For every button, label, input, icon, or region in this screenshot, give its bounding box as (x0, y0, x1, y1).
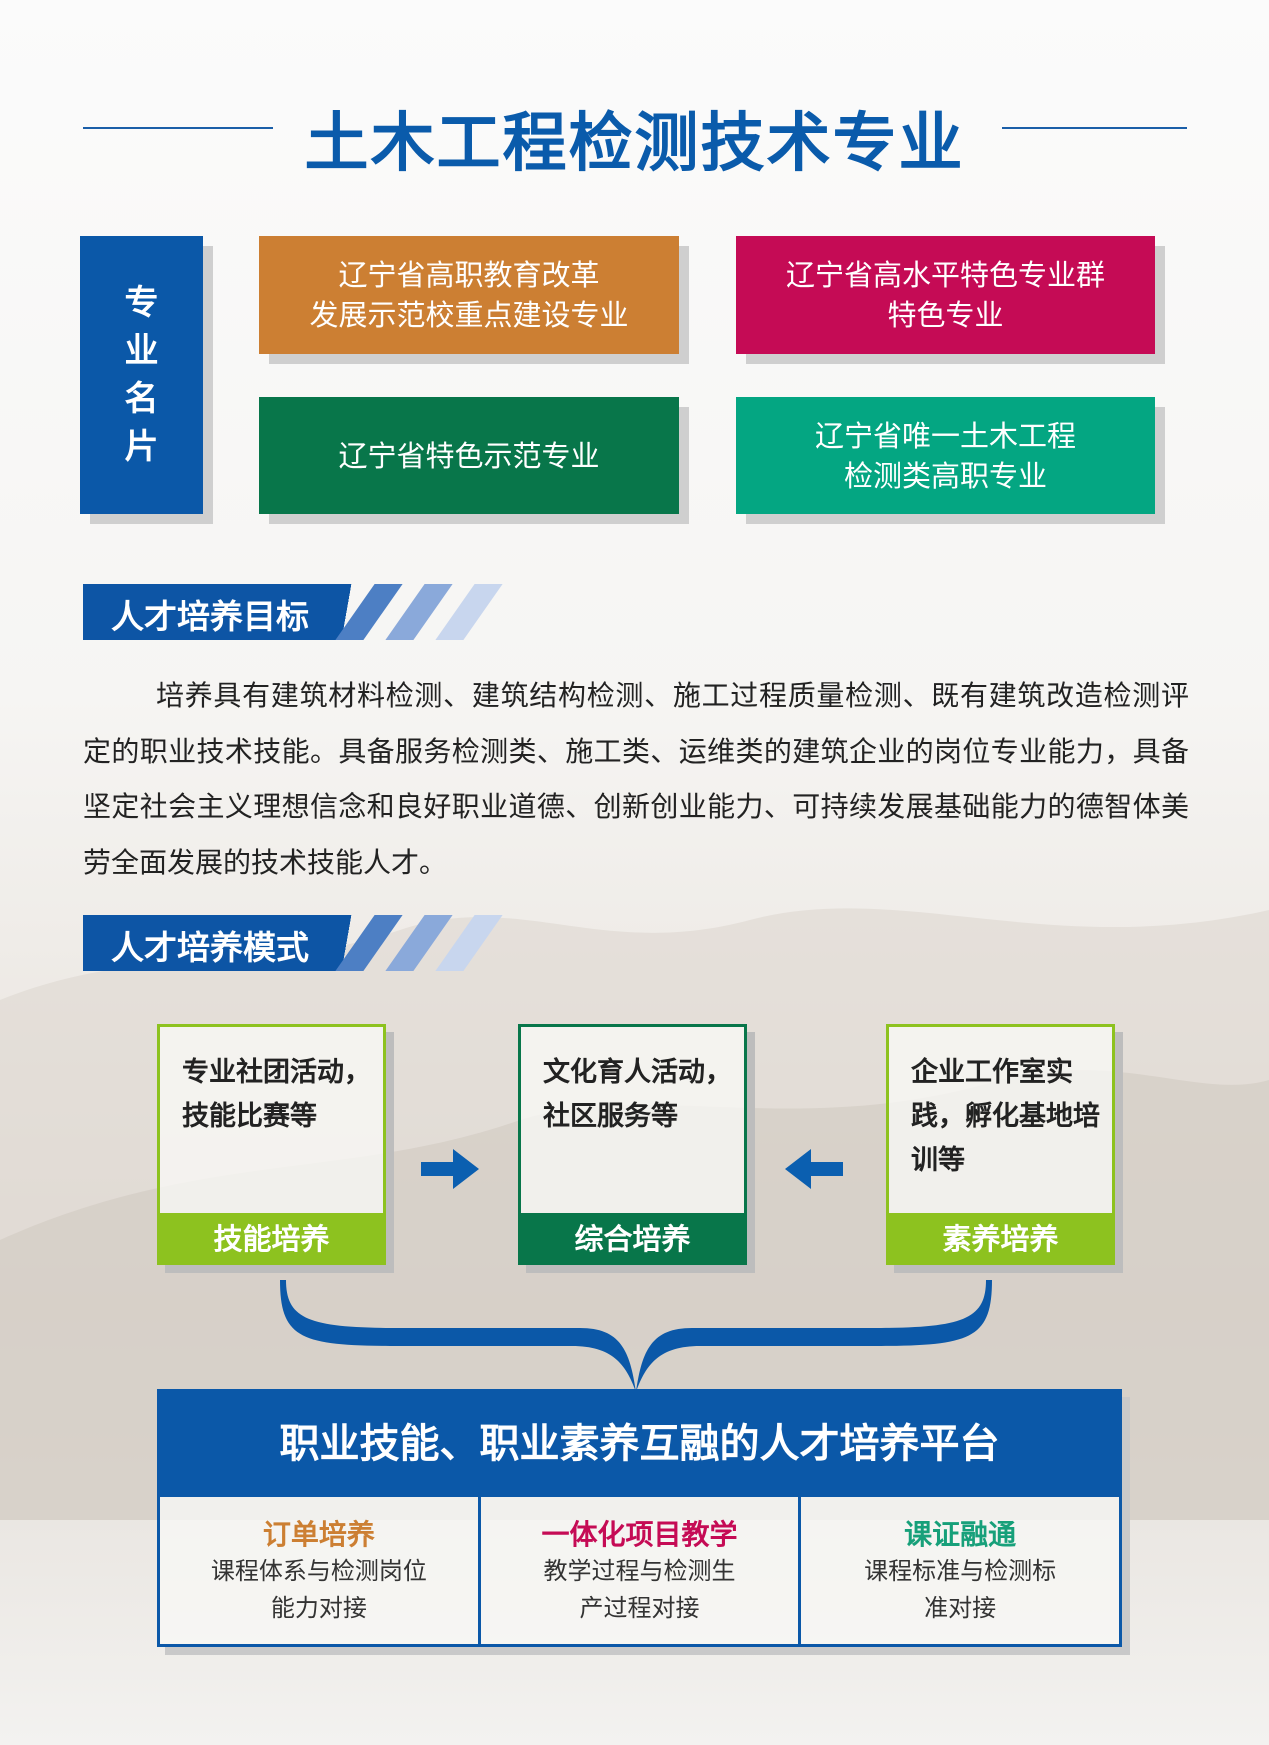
column-desc: 能力对接 (270, 1594, 367, 1622)
platform-column: 课证融通 课程标准与检测标 准对接 (801, 1497, 1119, 1644)
honor-line: 辽宁省特色示范专业 (338, 438, 600, 473)
section-heading-mode: 人才培养模式 (83, 915, 506, 971)
column-desc: 产过程对接 (579, 1594, 700, 1622)
title-line-right (1002, 127, 1187, 129)
section-title: 人才培养模式 (111, 928, 309, 967)
training-box-quality: 企业工作室实践，孵化基地培训等 素养培养 (886, 1024, 1115, 1265)
honor-card: 辽宁省唯一土木工程检测类高职专业 (736, 397, 1155, 514)
box-label: 素养培养 (886, 1213, 1115, 1265)
honor-line: 辽宁省唯一土木工程 (814, 418, 1076, 453)
platform-column: 订单培养 课程体系与检测岗位 能力对接 (160, 1497, 481, 1644)
major-card-label: 专 业 名 片 (80, 236, 203, 514)
honor-line: 发展示范校重点建设专业 (309, 298, 629, 332)
training-platform: 职业技能、职业素养互融的人才培养平台 订单培养 课程体系与检测岗位 能力对接 一… (157, 1389, 1122, 1647)
honor-line: 辽宁省高职教育改革 (338, 258, 600, 292)
honor-card: 辽宁省高水平特色专业群特色专业 (736, 236, 1155, 354)
label-char: 片 (124, 427, 159, 467)
label-char: 专 (124, 283, 159, 323)
honor-card: 辽宁省高职教育改革发展示范校重点建设专业 (259, 236, 679, 354)
page-title: 土木工程检测技术专业 (304, 107, 965, 181)
box-text: 企业工作室实践，孵化基地培训等 (911, 1057, 1100, 1176)
arrow-left-icon (785, 1149, 843, 1189)
arrow-right-icon (421, 1149, 479, 1189)
column-heading: 课证融通 (904, 1518, 1017, 1551)
box-text: 专业社团活动，技能比赛等 (182, 1057, 371, 1132)
training-box-skill: 专业社团活动，技能比赛等 技能培养 (157, 1024, 386, 1265)
label-char: 名 (124, 379, 159, 419)
platform-title: 职业技能、职业素养互融的人才培养平台 (160, 1392, 1119, 1497)
label-char: 业 (124, 331, 159, 371)
column-heading: 一体化项目教学 (541, 1518, 738, 1551)
honor-line: 检测类高职专业 (843, 458, 1047, 493)
box-label: 技能培养 (157, 1213, 386, 1265)
honor-card: 辽宁省特色示范专业 (259, 397, 679, 514)
box-label: 综合培养 (518, 1213, 747, 1265)
column-heading: 订单培养 (262, 1518, 375, 1551)
column-desc: 教学过程与检测生 (543, 1557, 736, 1585)
brace-icon (280, 1280, 992, 1392)
training-box-comprehensive: 文化育人活动，社区服务等 综合培养 (518, 1024, 747, 1265)
honor-line: 特色专业 (887, 298, 1004, 332)
section-heading-goal: 人才培养目标 (83, 584, 506, 640)
honor-line: 辽宁省高水平特色专业群 (785, 258, 1105, 292)
platform-column: 一体化项目教学 教学过程与检测生 产过程对接 (481, 1497, 802, 1644)
column-desc: 课程标准与检测标 (864, 1557, 1057, 1585)
box-text: 文化育人活动，社区服务等 (543, 1057, 732, 1132)
column-desc: 课程体系与检测岗位 (210, 1557, 427, 1585)
section-title: 人才培养目标 (111, 597, 309, 636)
column-desc: 准对接 (924, 1594, 997, 1622)
title-line-left (83, 127, 273, 129)
goal-paragraph: 培养具有建筑材料检测、建筑结构检测、施工过程质量检测、既有建筑改造检测评定的职业… (83, 679, 1189, 879)
